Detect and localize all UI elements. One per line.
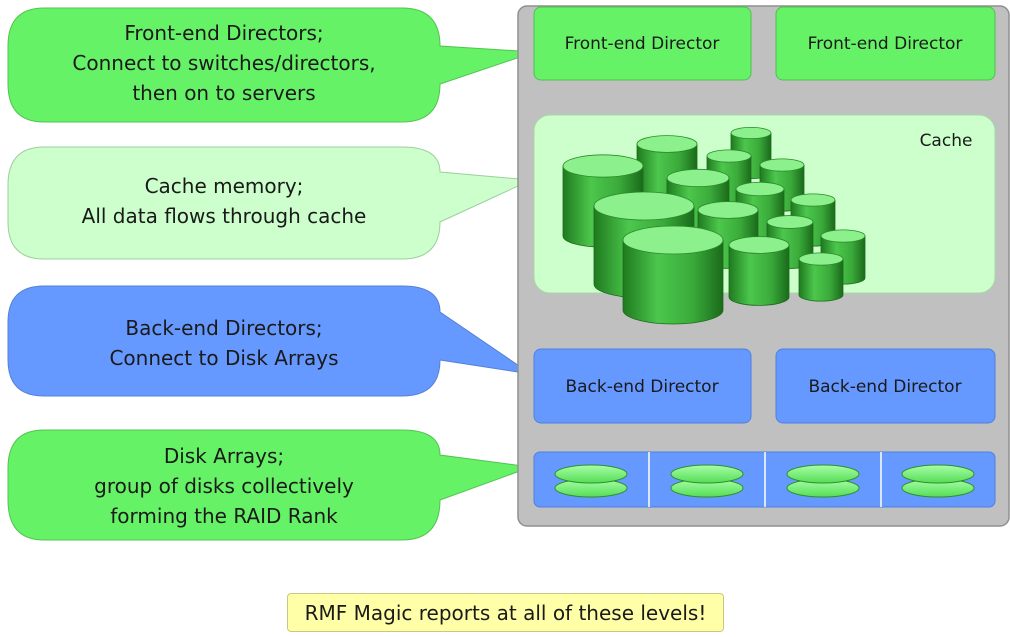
callout-disk-arrays-line-2: group of disks collectively: [94, 474, 354, 498]
disk-platter-icon: [554, 464, 628, 498]
callout-front-end-line-3: then on to servers: [132, 81, 315, 105]
cache-cylinder-icon: [798, 252, 844, 302]
callout-cache-line-1: Cache memory;: [145, 174, 304, 198]
callout-disk-arrays: Disk Arrays; group of disks collectively…: [7, 429, 532, 541]
callout-back-end: Back-end Directors; Connect to Disk Arra…: [7, 285, 532, 397]
disk-platter-icon: [670, 464, 744, 498]
callout-front-end-line-1: Front-end Directors;: [124, 21, 323, 45]
cache-cylinder-icon: [622, 225, 724, 325]
back-end-director-1: Back-end Director: [533, 348, 752, 424]
back-end-director-2: Back-end Director: [775, 348, 996, 424]
callout-front-end: Front-end Directors; Connect to switches…: [7, 7, 536, 123]
footer-note: RMF Magic reports at all of these levels…: [287, 593, 724, 632]
front-end-director-1-label: Front-end Director: [565, 34, 720, 54]
back-end-director-2-label: Back-end Director: [808, 377, 961, 397]
callout-front-end-line-2: Connect to switches/directors,: [72, 51, 375, 75]
cache-label: Cache: [920, 131, 973, 151]
front-end-director-2: Front-end Director: [775, 6, 996, 81]
callout-disk-arrays-line-1: Disk Arrays;: [164, 444, 284, 468]
cache-cylinder-icon: [728, 236, 790, 306]
callout-disk-arrays-line-3: forming the RAID Rank: [110, 504, 338, 528]
back-end-director-1-label: Back-end Director: [565, 377, 718, 397]
front-end-director-1: Front-end Director: [533, 6, 752, 81]
callout-cache: Cache memory; All data flows through cac…: [7, 146, 533, 260]
disk-platter-icon: [786, 464, 860, 498]
callout-back-end-line-1: Back-end Directors;: [125, 316, 322, 340]
disk-platter-icon: [901, 464, 975, 498]
footer-note-text: RMF Magic reports at all of these levels…: [304, 600, 707, 625]
front-end-director-2-label: Front-end Director: [808, 34, 963, 54]
cache-memory-cylinders: [562, 127, 866, 325]
disk-array-disks: [554, 464, 975, 498]
disk-array-strip: [533, 451, 996, 508]
callout-back-end-line-2: Connect to Disk Arrays: [109, 346, 338, 370]
callout-cache-line-2: All data flows through cache: [82, 204, 367, 228]
